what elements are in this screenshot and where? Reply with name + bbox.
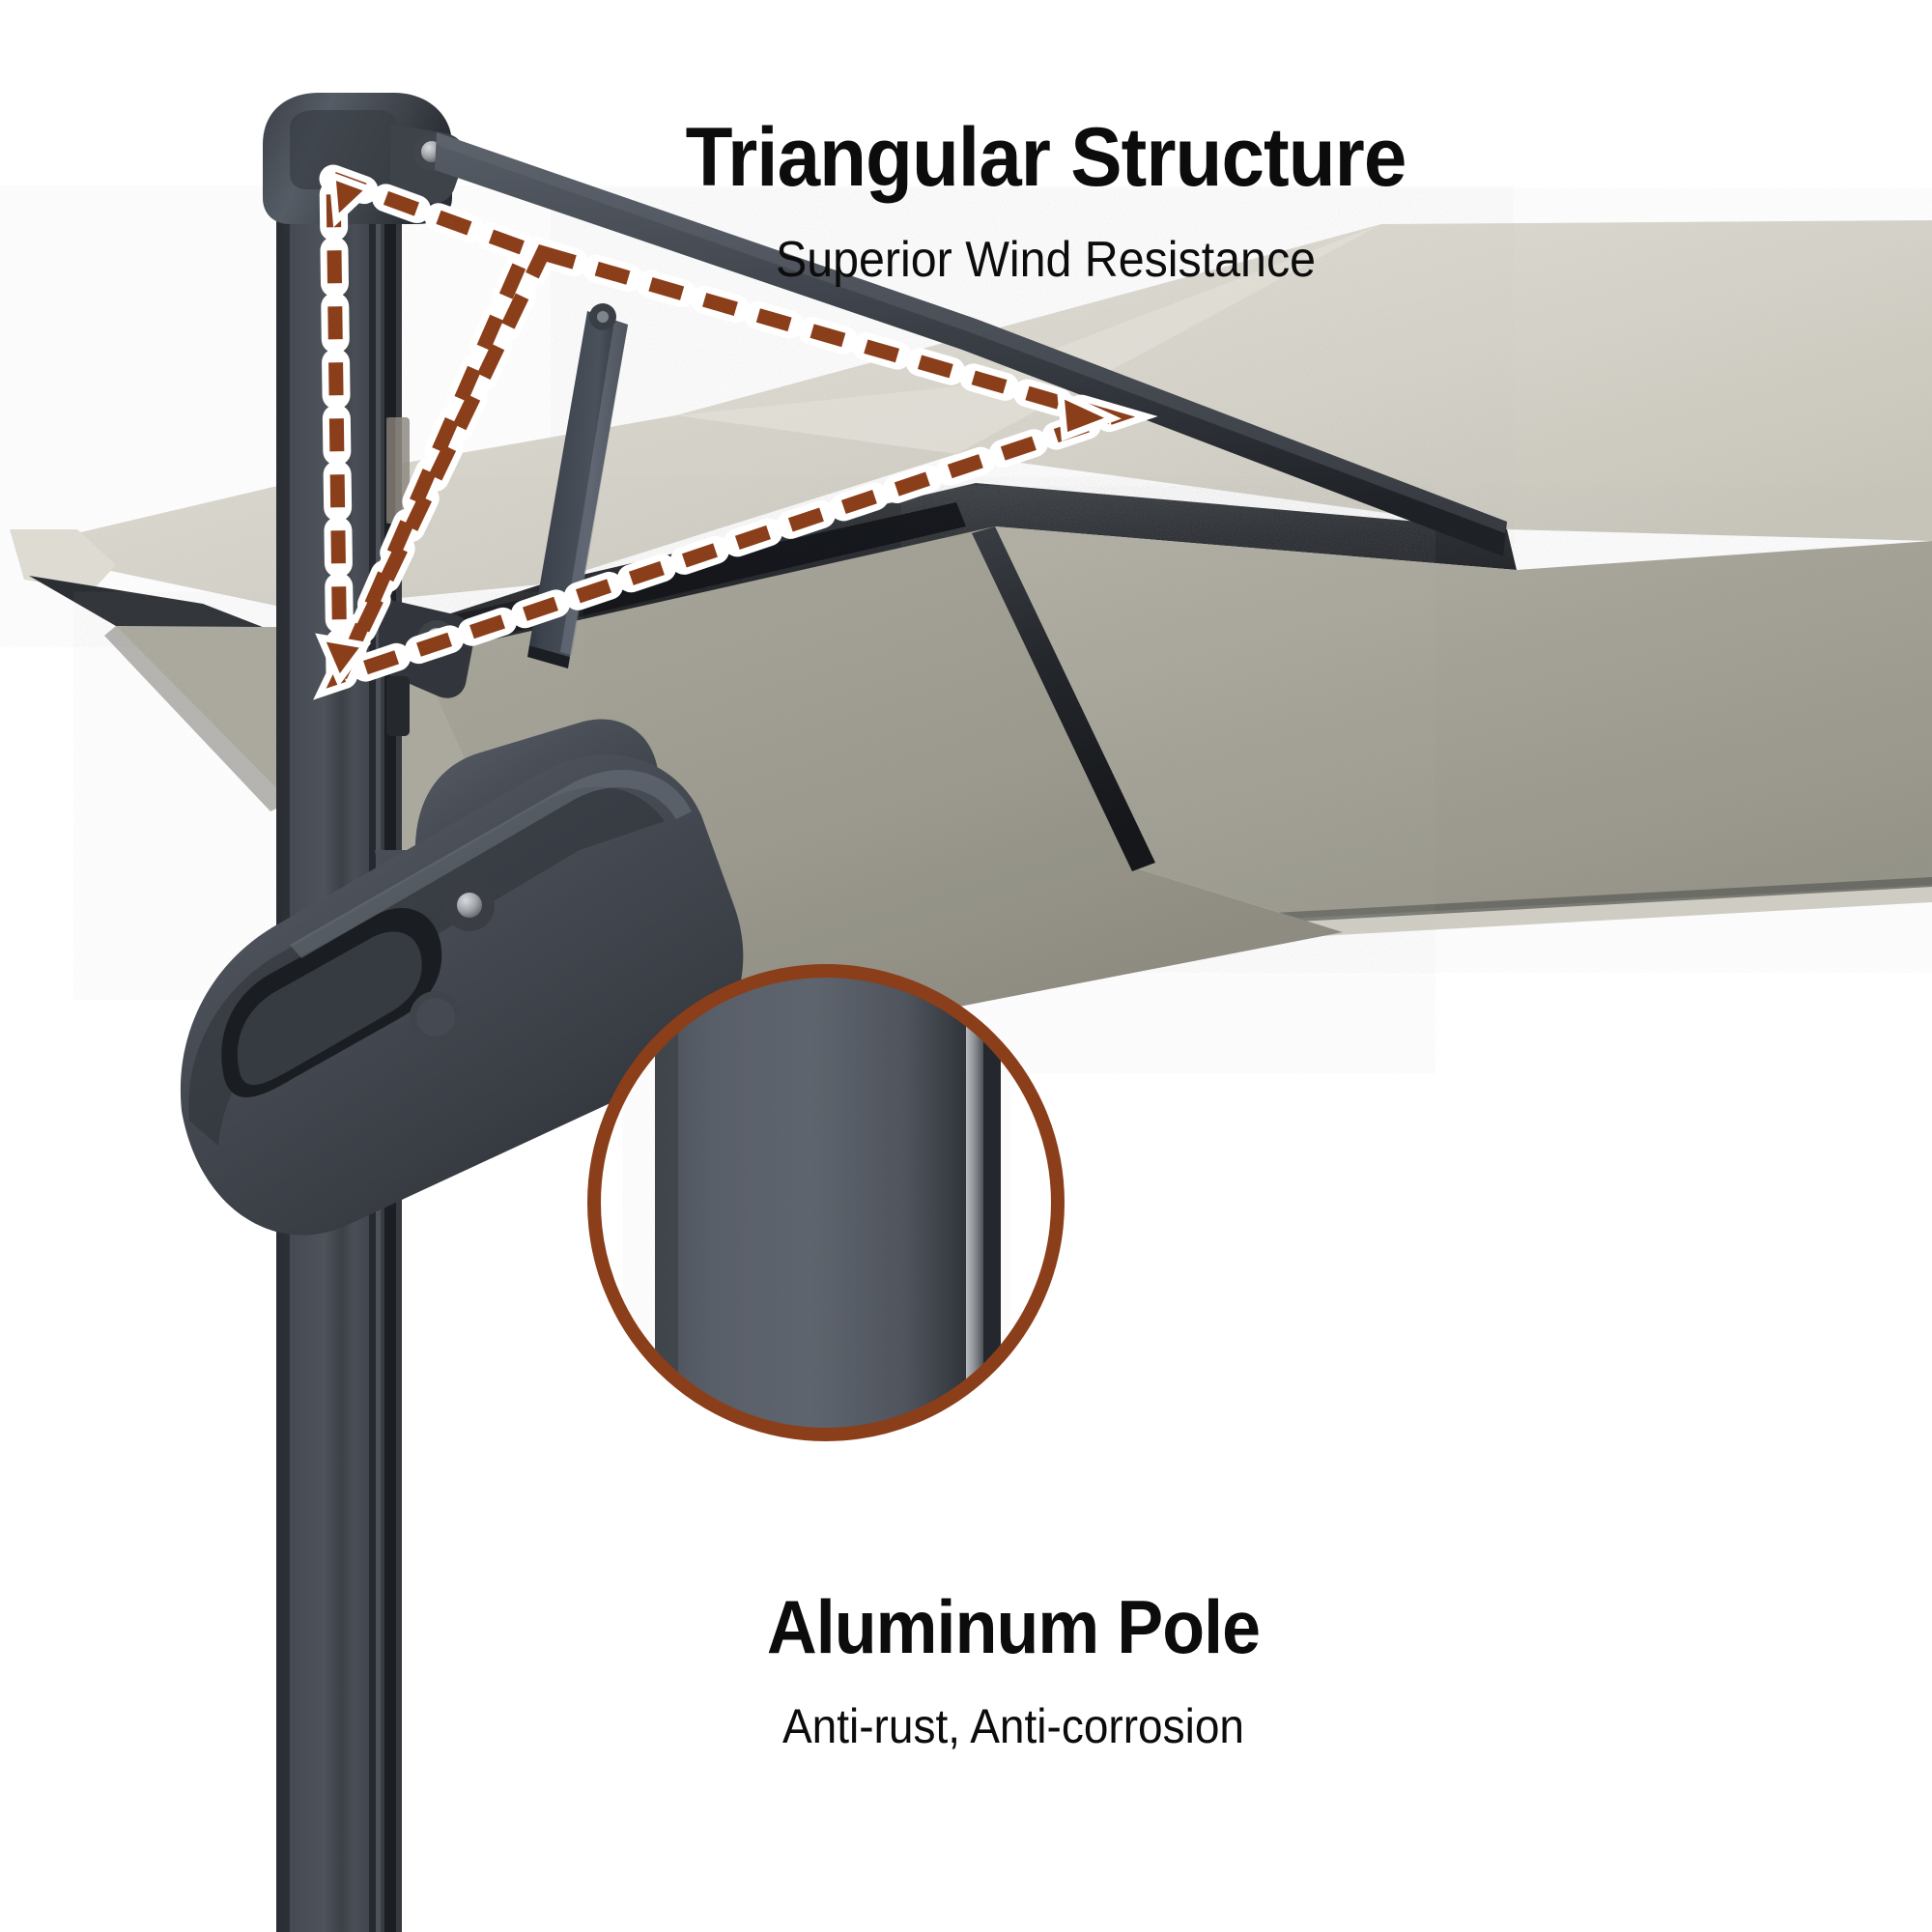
magnifier-pole-surface xyxy=(655,971,978,1435)
top-cap-inset xyxy=(290,110,398,189)
strut-top-pivot-head xyxy=(597,311,609,323)
canopy-rib-main xyxy=(406,483,1517,657)
canopy-tip-left xyxy=(10,529,116,591)
handle-body-shade xyxy=(188,786,665,1146)
pole-clip-shade xyxy=(386,417,395,524)
canopy-under-edge-right xyxy=(1265,885,1932,939)
handle-grip-inner xyxy=(237,931,422,1086)
upper-arm-highlight xyxy=(437,132,1507,533)
handle-body-main xyxy=(180,754,744,1236)
upper-arm xyxy=(435,132,1507,556)
brace-strut xyxy=(529,311,628,657)
feature-two-subtitle: Anti-rust, Anti-corrosion xyxy=(781,1699,1245,1753)
canopy-under-left-shadow xyxy=(104,626,290,811)
brace-strut-sheen xyxy=(560,321,628,655)
canopy-underside-right xyxy=(995,526,1932,932)
feature-two-title: Aluminum Pole xyxy=(766,1584,1261,1669)
arrowhead-right xyxy=(1056,388,1122,441)
canopy-under-edge-shadow xyxy=(1256,877,1932,923)
annotation-triangles xyxy=(313,158,1158,700)
handle-button-inner xyxy=(416,998,455,1037)
handle-top-ridge xyxy=(290,769,692,958)
triangle-large-dashed xyxy=(326,244,1136,689)
magnifier-pole-edge xyxy=(966,971,987,1435)
arrowhead-bottom xyxy=(315,633,372,687)
canopy-top-right xyxy=(676,220,1932,541)
arrowhead-topleft xyxy=(328,170,376,228)
brace-strut-edge xyxy=(527,645,570,668)
canopy-rib-middle xyxy=(972,526,1155,871)
triangle-small-dashed xyxy=(326,168,537,680)
magnifier-ring xyxy=(587,964,1065,1441)
feature-one-subtitle: Superior Wind Resistance xyxy=(775,232,1317,288)
canopy-assembly xyxy=(10,220,1932,1024)
canopy-tip-rib xyxy=(29,576,290,638)
feature-one-title: Triangular Structure xyxy=(685,111,1407,204)
lower-hinge-plate xyxy=(386,676,410,736)
handle-pivot-bolt-head xyxy=(457,893,482,918)
magnifier-pole-edge-dark xyxy=(983,971,1001,1435)
